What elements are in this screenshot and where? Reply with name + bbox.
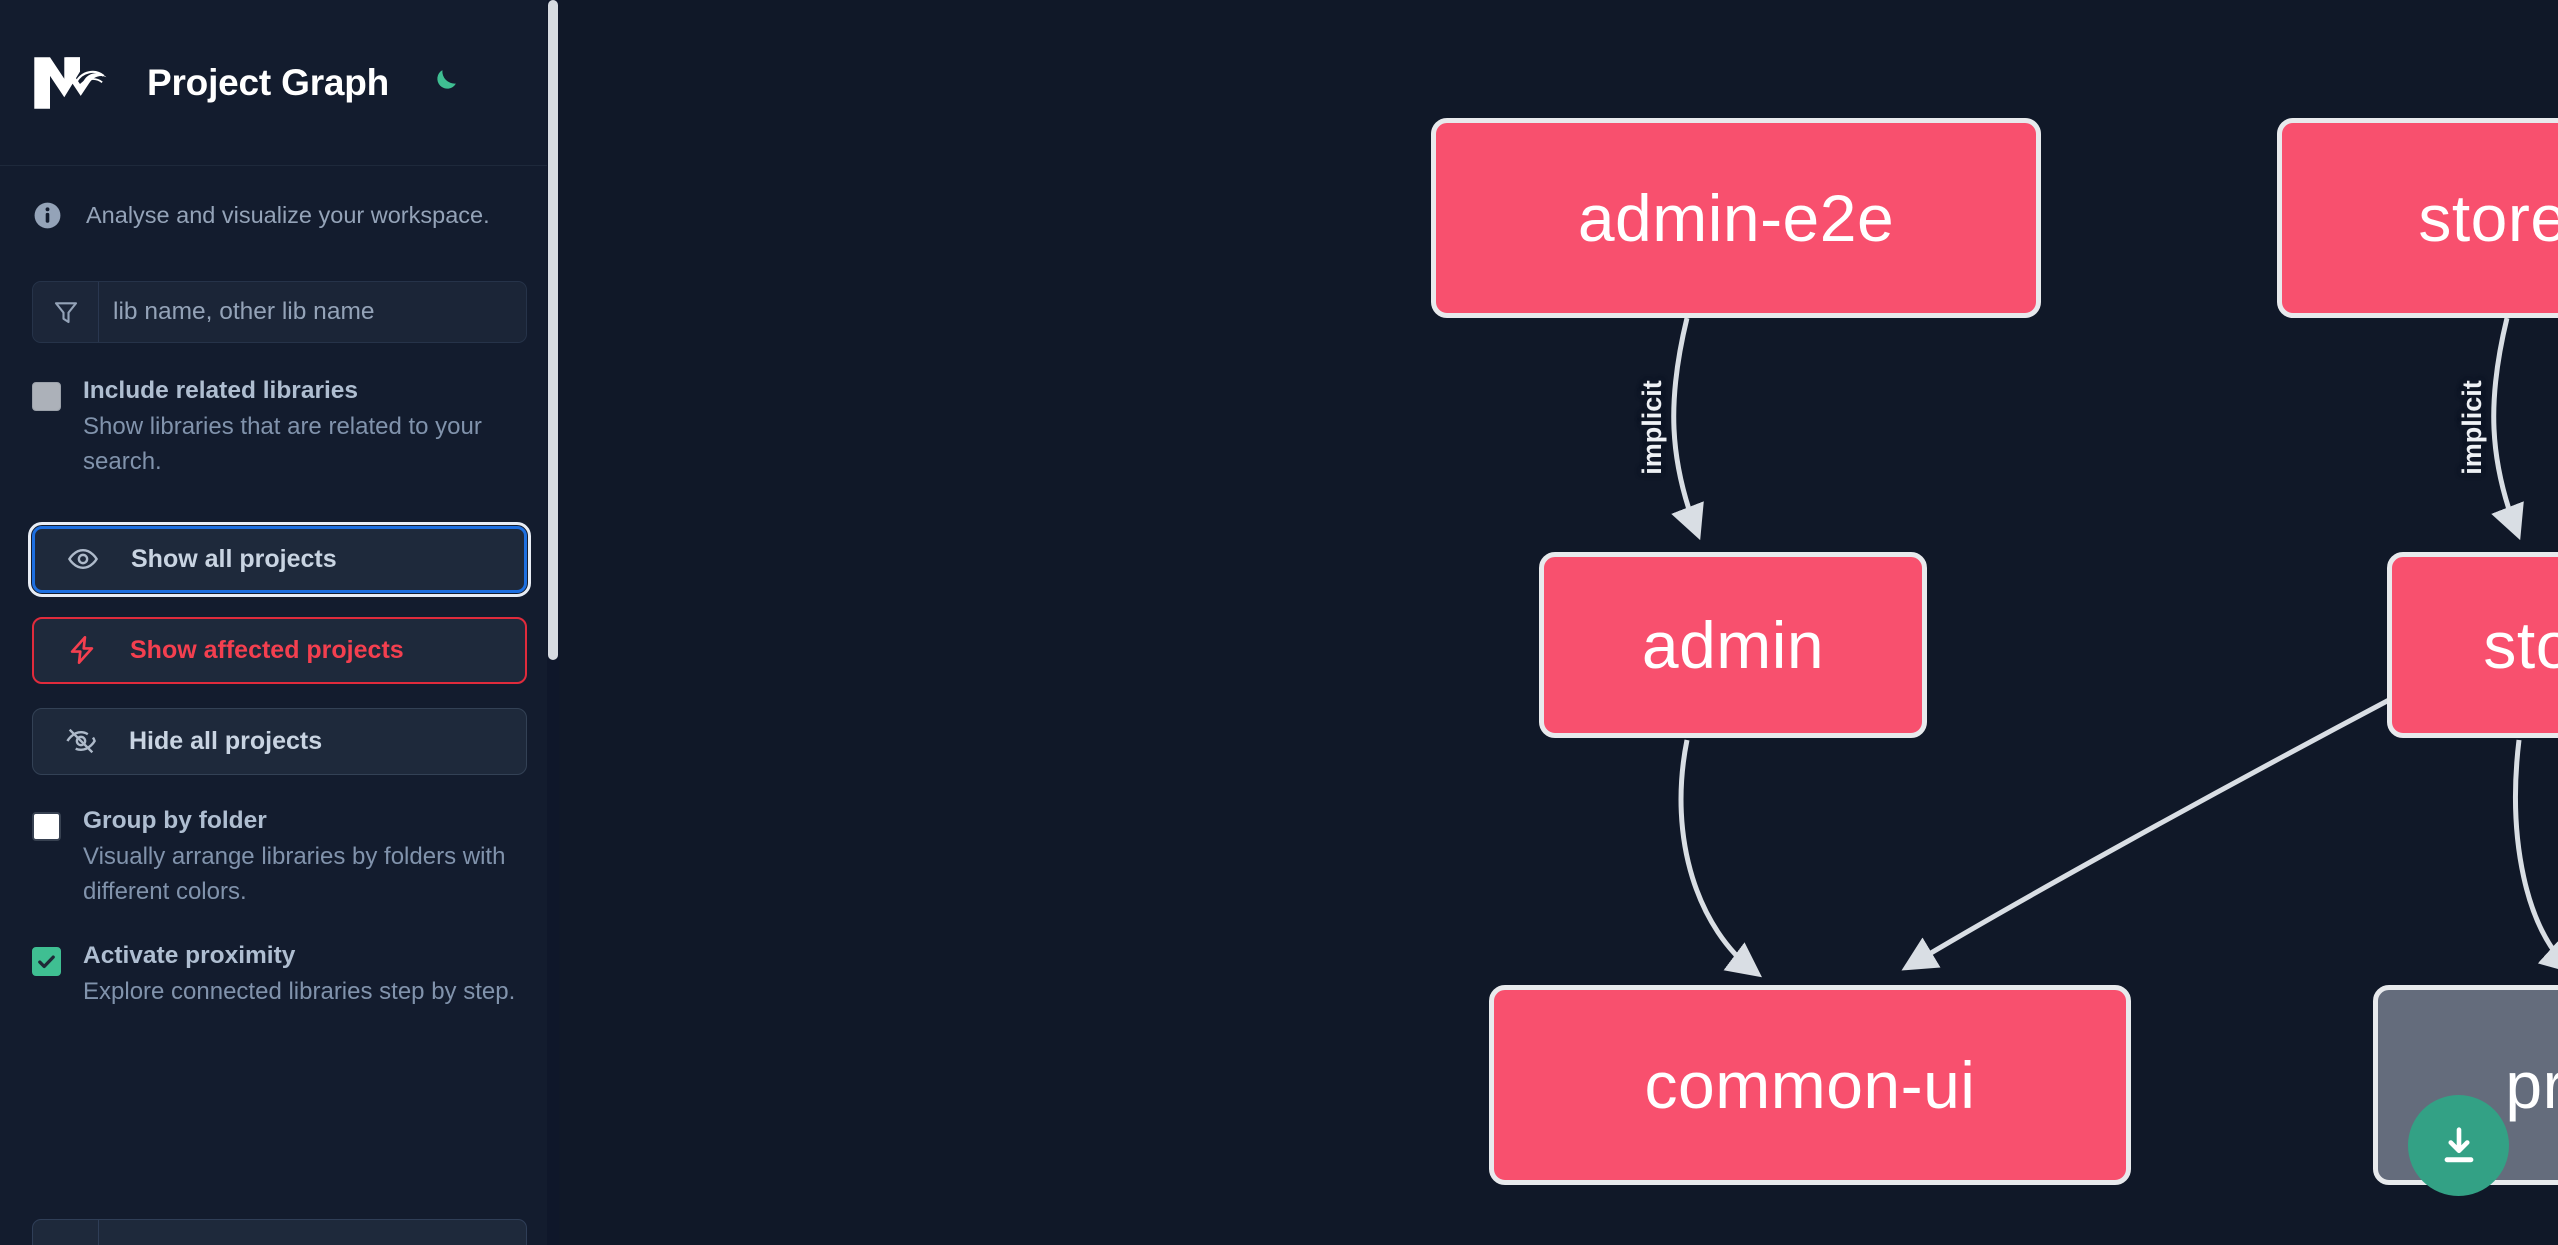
hide-all-projects-label: Hide all projects — [129, 726, 323, 755]
node-label: common-ui — [1644, 1048, 1976, 1122]
include-related-checkbox[interactable] — [32, 382, 61, 411]
edge-label-implicit-admin: implicit — [1636, 380, 1667, 475]
activate-proximity-description: Explore connected libraries step by step… — [83, 977, 516, 1005]
group-by-folder-checkbox[interactable] — [32, 811, 61, 841]
node-label: admin — [1641, 608, 1825, 682]
include-related-description: Show libraries that are related to your … — [83, 413, 482, 475]
show-affected-projects-label: Show affected projects — [130, 635, 404, 664]
eye-icon — [67, 543, 105, 575]
sidebar-scrollbar[interactable] — [547, 0, 559, 1245]
option-group-by-folder[interactable]: Group by folder Visually arrange librari… — [0, 807, 559, 910]
activate-proximity-label: Activate proximity — [83, 941, 296, 969]
show-all-projects-button[interactable]: Show all projects — [28, 521, 531, 597]
edge-store-products — [2513, 739, 2558, 974]
visibility-button-group: Show all projects Show affected projects — [28, 521, 531, 775]
graph-node-common-ui[interactable]: common-ui — [1489, 985, 2131, 1185]
edge-admin-common-ui — [1678, 739, 1762, 978]
nx-logo-icon — [32, 53, 118, 113]
secondary-input-icon-slot — [33, 1220, 99, 1245]
page-title: Project Graph — [147, 61, 390, 103]
edge-store-common-ui — [1901, 697, 2391, 971]
sidebar-scrollbar-thumb[interactable] — [548, 0, 558, 660]
group-by-folder-description: Visually arrange libraries by folders wi… — [83, 842, 506, 905]
moon-icon[interactable] — [422, 62, 464, 104]
group-by-folder-label: Group by folder — [83, 806, 267, 834]
filter-row — [32, 281, 527, 343]
node-label: products — [2505, 1048, 2558, 1122]
graph-node-admin-e2e[interactable]: admin-e2e — [1431, 118, 2041, 318]
tagline-text: Analyse and visualize your workspace. — [86, 202, 490, 228]
option-include-related[interactable]: Include related libraries Show libraries… — [0, 377, 559, 480]
search-input[interactable] — [99, 282, 526, 342]
graph-node-admin[interactable]: admin — [1539, 552, 1927, 738]
lightning-bolt-icon — [66, 634, 104, 666]
show-all-projects-label: Show all projects — [131, 544, 337, 573]
eye-off-icon — [65, 725, 103, 757]
include-related-label: Include related libraries — [83, 377, 359, 404]
edge-store-e2e-store — [2491, 317, 2524, 541]
activate-proximity-checkbox[interactable] — [32, 946, 61, 976]
secondary-input-partial[interactable] — [32, 1219, 527, 1245]
graph-node-store-e2e[interactable]: store-e2e — [2277, 118, 2558, 318]
node-label: store — [2483, 608, 2558, 682]
edge-label-implicit-store: implicit — [2456, 380, 2487, 475]
hide-all-projects-button[interactable]: Hide all projects — [32, 707, 527, 775]
sidebar: Project Graph Analyse and visualize your… — [0, 0, 559, 1245]
download-button[interactable] — [2408, 1095, 2509, 1196]
node-label: store-e2e — [2418, 181, 2558, 255]
option-activate-proximity[interactable]: Activate proximity Explore connected lib… — [0, 942, 559, 1010]
info-icon — [32, 200, 63, 231]
download-icon — [2444, 1126, 2473, 1162]
edge-admin-e2e-admin — [1671, 317, 1704, 541]
graph-edges — [1671, 317, 2558, 978]
graph-node-store[interactable]: store — [2387, 552, 2558, 738]
sidebar-header: Project Graph — [0, 0, 559, 166]
tagline-row: Analyse and visualize your workspace. — [0, 166, 559, 231]
check-icon — [38, 954, 55, 968]
node-label: admin-e2e — [1577, 181, 1895, 255]
funnel-icon — [33, 282, 99, 342]
graph-canvas[interactable]: implicit implicit admin-e2e store-e2e ad… — [559, 0, 2558, 1245]
show-affected-projects-button[interactable]: Show affected projects — [32, 616, 527, 684]
